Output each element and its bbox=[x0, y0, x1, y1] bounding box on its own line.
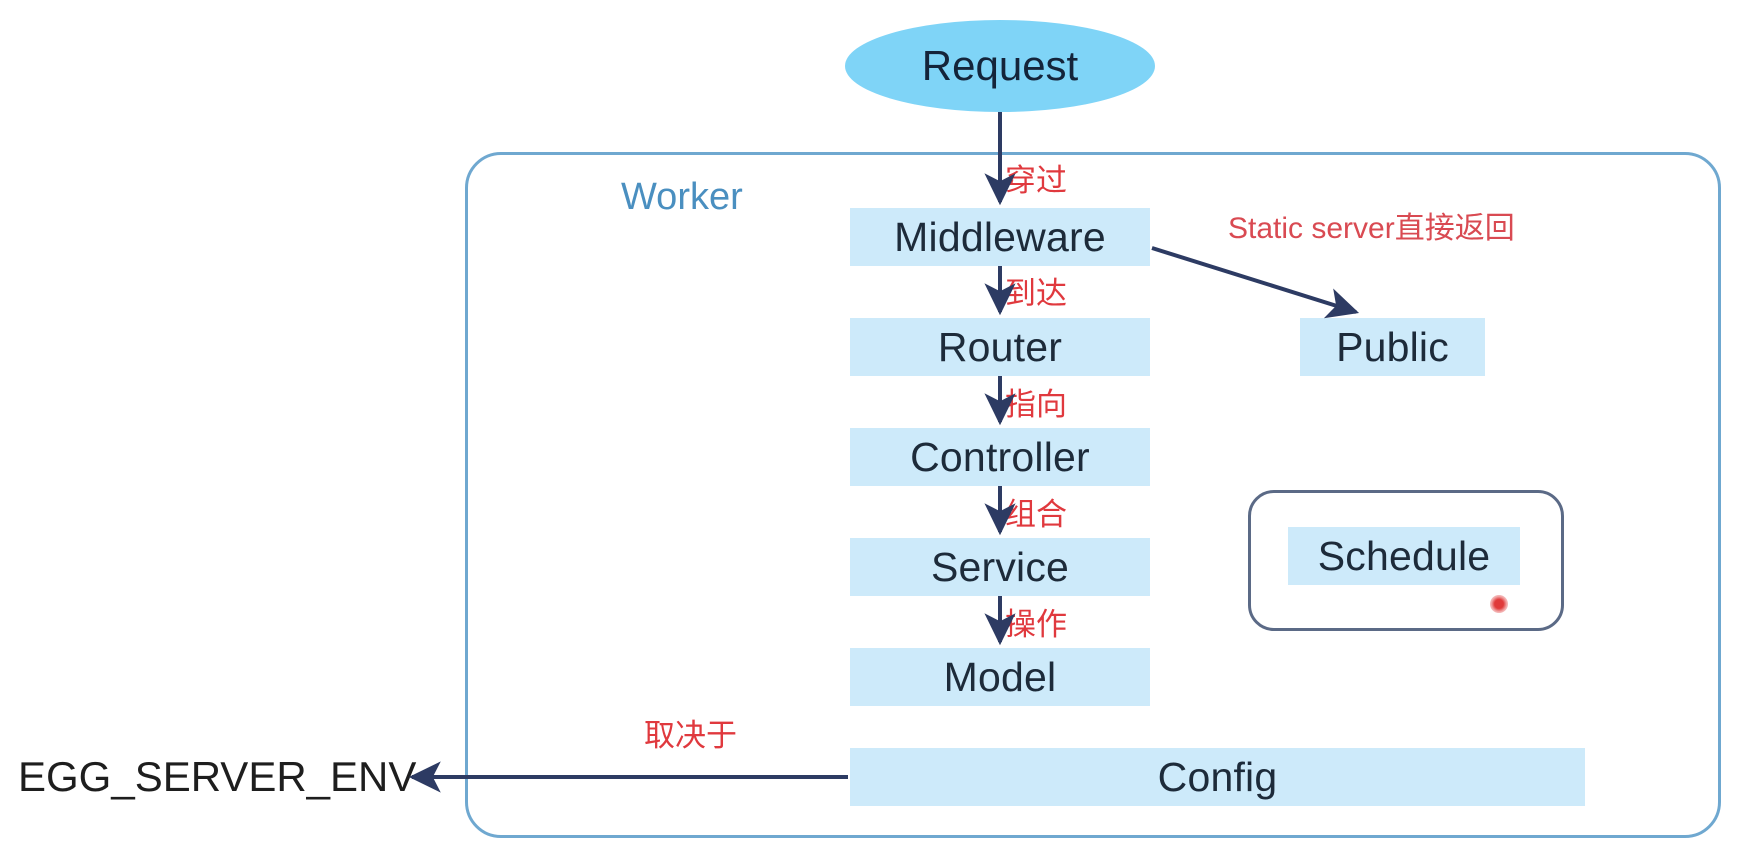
node-controller[interactable]: Controller bbox=[850, 428, 1150, 486]
node-config[interactable]: Config bbox=[850, 748, 1585, 806]
env-variable-label: EGG_SERVER_ENV bbox=[18, 753, 417, 800]
node-router[interactable]: Router bbox=[850, 318, 1150, 376]
edge-label-service-to-model: 操作 bbox=[1005, 607, 1067, 642]
edge-label-config-to-env: 取决于 bbox=[644, 718, 737, 753]
edge-label-request-to-middleware: 穿过 bbox=[1005, 163, 1067, 198]
edge-label-middleware-to-public: Static server直接返回 bbox=[1228, 212, 1515, 245]
node-schedule[interactable]: Schedule bbox=[1288, 527, 1520, 585]
node-model[interactable]: Model bbox=[850, 648, 1150, 706]
worker-container bbox=[465, 152, 1721, 838]
cursor-dot-icon bbox=[1490, 595, 1508, 613]
edge-label-middleware-to-router: 到达 bbox=[1005, 276, 1067, 311]
edge-label-router-to-controller: 指向 bbox=[1005, 387, 1067, 422]
node-request[interactable]: Request bbox=[845, 20, 1155, 112]
node-public[interactable]: Public bbox=[1300, 318, 1485, 376]
node-middleware[interactable]: Middleware bbox=[850, 208, 1150, 266]
edge-label-controller-to-service: 组合 bbox=[1005, 497, 1067, 532]
node-service[interactable]: Service bbox=[850, 538, 1150, 596]
worker-label: Worker bbox=[621, 176, 743, 218]
